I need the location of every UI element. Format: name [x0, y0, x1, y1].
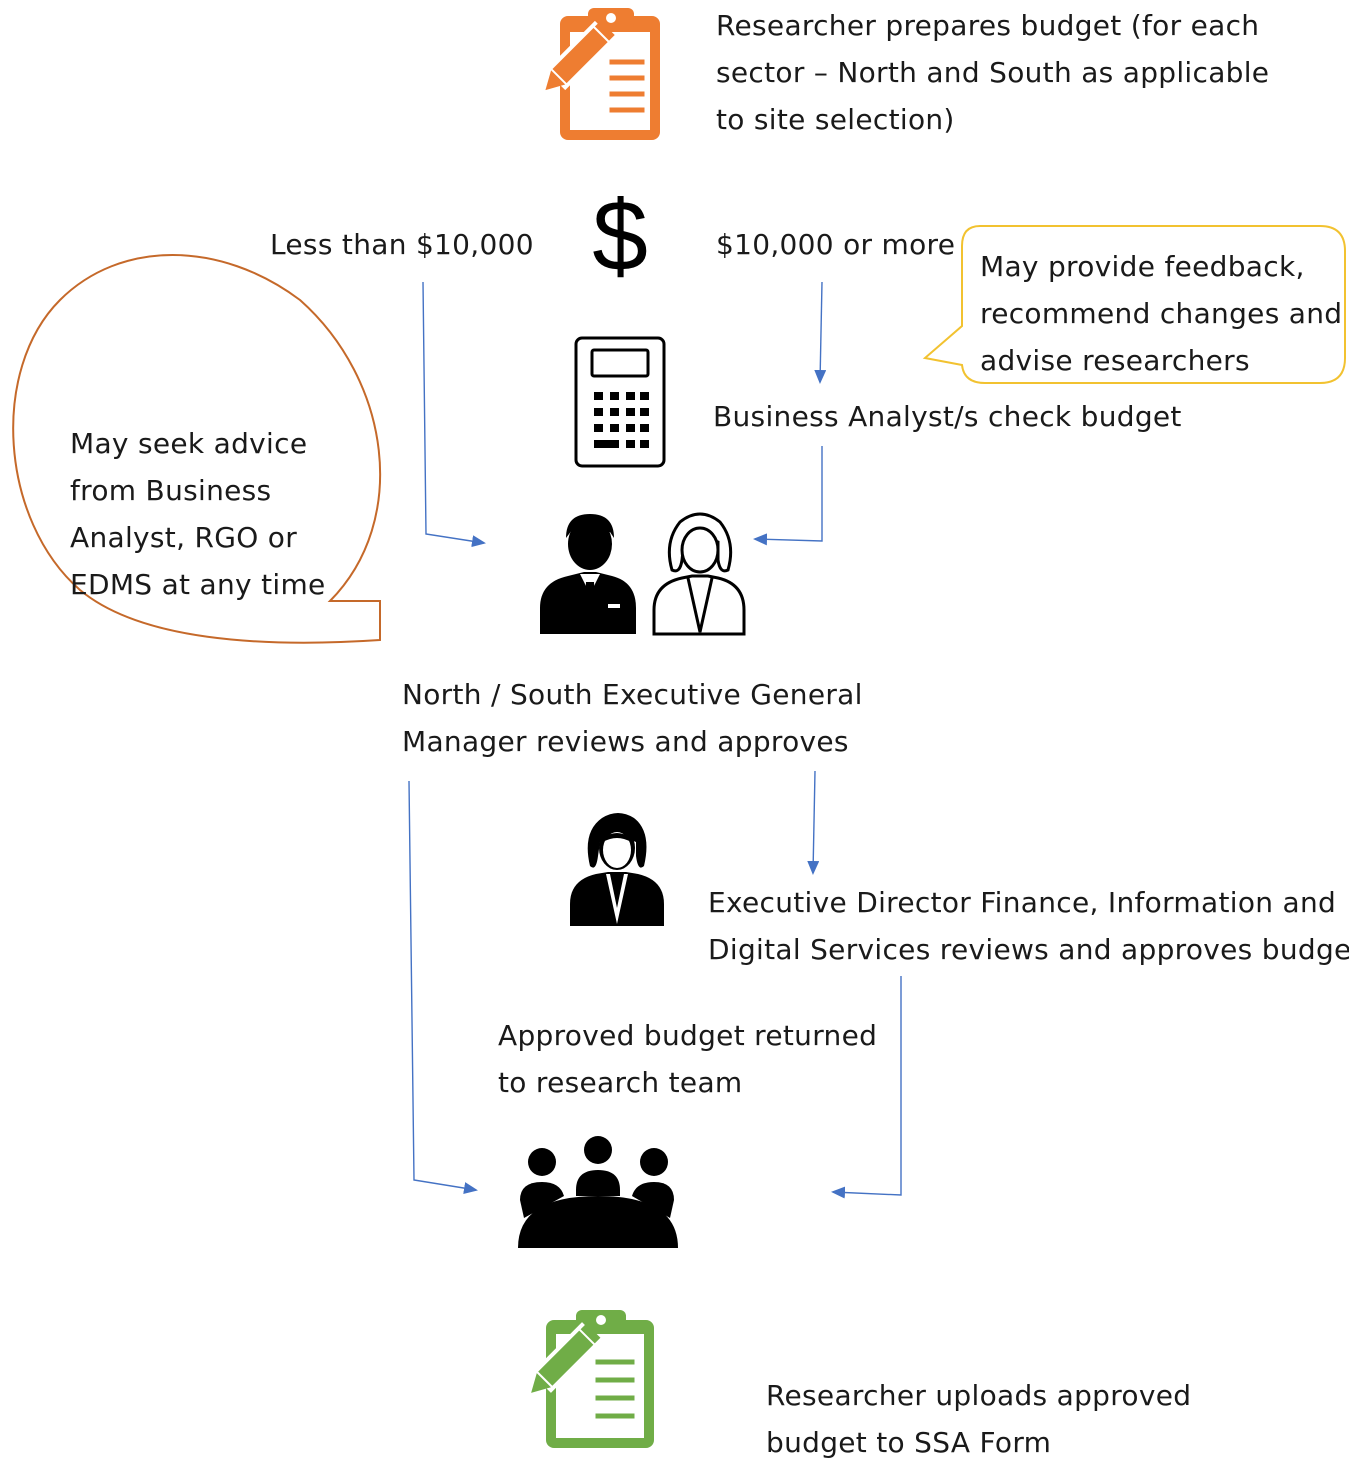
calculator-icon: [574, 336, 666, 468]
step-egm-review-text: North / South Executive General Manager …: [402, 678, 863, 758]
analyst-callout-text: May provide feedback, recommend changes …: [980, 250, 1343, 377]
arrow-egm-to-ed: [807, 770, 820, 875]
step-returned-text: Approved budget returned to research tea…: [498, 1019, 878, 1099]
svg-text:$: $: [592, 182, 648, 288]
business-people-icon: [540, 512, 746, 636]
arrow-analyst-to-egm: [753, 446, 823, 546]
arrow-more-to-analyst: [814, 281, 827, 384]
branch-less-label: Less than $10,000: [270, 228, 534, 261]
upload-clipboard-pencil-icon: [531, 1310, 654, 1448]
step-upload-text: Researcher uploads approved budget to SS…: [766, 1379, 1192, 1459]
advice-callout-text: May seek advice from Business Analyst, R…: [70, 427, 326, 601]
arrow-egm-to-team: [408, 780, 478, 1195]
arrow-ed-to-team: [831, 976, 902, 1199]
businesswoman-icon: [570, 813, 664, 926]
branch-more-label: $10,000 or more: [716, 228, 956, 261]
analyst-callout-bubble: [922, 225, 1346, 384]
meeting-team-icon: [518, 1136, 678, 1248]
step-analyst-check-text: Business Analyst/s check budget: [713, 400, 1182, 433]
advice-callout-bubble: [12, 254, 381, 644]
dollar-icon: $: [592, 182, 648, 288]
step-ed-review-text: Executive Director Finance, Information …: [708, 886, 1349, 966]
prepare-clipboard-pencil-icon: [545, 8, 660, 140]
arrow-less-to-egm: [422, 281, 486, 548]
step-prepare-text: Researcher prepares budget (for each sec…: [716, 9, 1270, 136]
